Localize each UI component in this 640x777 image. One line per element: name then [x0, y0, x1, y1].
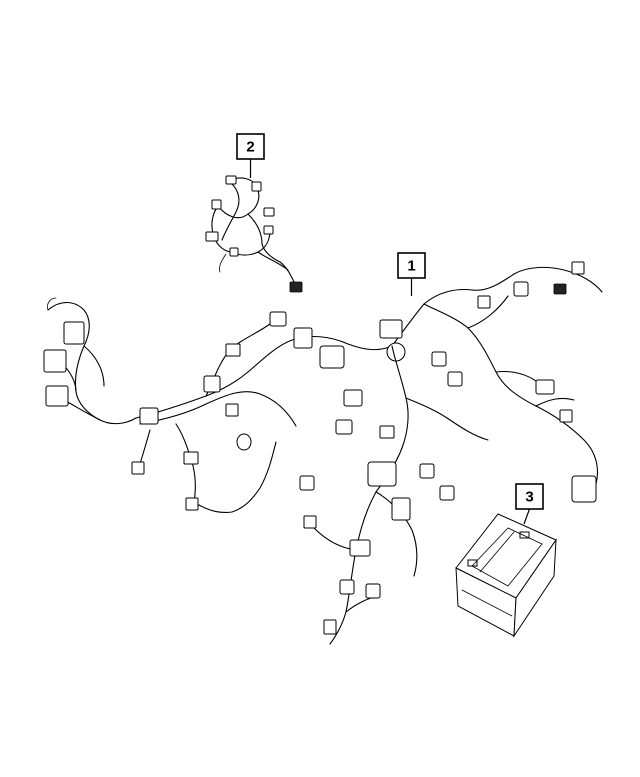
- callout-3-label: 3: [525, 489, 533, 506]
- battery: [455, 513, 557, 638]
- callout-1-label: 1: [407, 258, 415, 275]
- callout-1[interactable]: 1: [397, 252, 426, 296]
- callout-3[interactable]: 3: [515, 483, 544, 525]
- main-harness-1: [43, 261, 603, 645]
- callout-2[interactable]: 2: [236, 133, 265, 178]
- callout-2-label: 2: [246, 139, 254, 156]
- sub-harness-2: [205, 175, 303, 293]
